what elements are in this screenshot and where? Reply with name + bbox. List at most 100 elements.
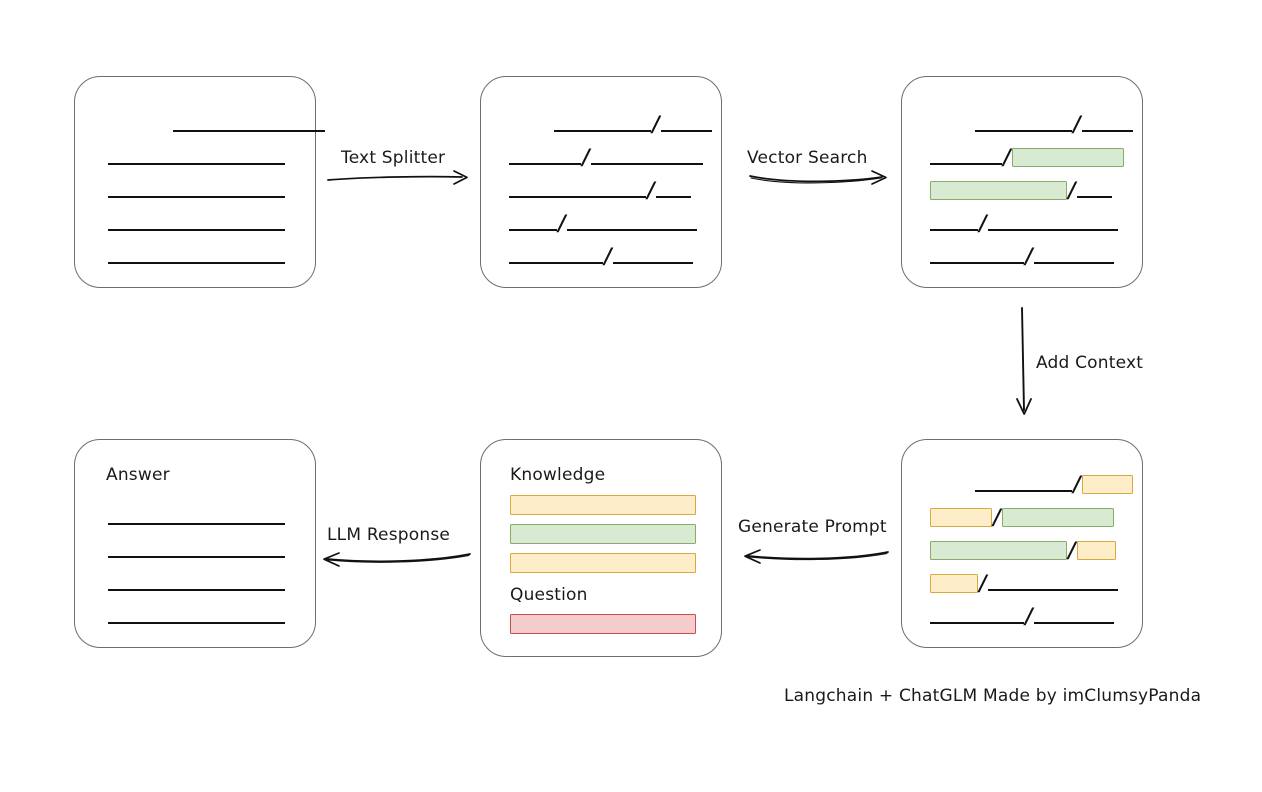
doc-row [108,572,285,594]
doc-row [108,212,285,234]
doc-row: / [930,539,1116,561]
green-highlight-chip [930,180,1067,200]
slash-separator: / [1025,602,1033,628]
llm-response-label: LLM Response [327,525,451,545]
text-underline [930,229,978,231]
text-underline [930,163,1002,165]
generate-prompt-arrow [744,549,889,564]
text-underline [975,490,1072,492]
text-splitter-arrow [327,170,468,185]
split-chunks-box: / / / / / [480,76,722,288]
add-context-label: Add Context [1036,353,1144,373]
llm-response-arrow [323,552,471,567]
text-underline [509,262,603,264]
doc-row: / [509,146,703,168]
doc-row: / [930,179,1112,201]
context-chunks-box: / / / / / [901,439,1143,648]
text-underline [660,130,712,132]
generate-prompt-label: Generate Prompt [738,517,887,537]
text-underline [1076,196,1112,198]
doc-row: / [930,212,1118,234]
yellow-prompt-bar [510,495,696,515]
doc-row: / [509,212,697,234]
doc-row [108,179,285,201]
yellow-prompt-bar [510,553,696,573]
slash-separator: / [652,110,660,136]
matched-chunks-box: / / / / / [901,76,1143,288]
doc-row: / [930,146,1124,168]
slash-separator: / [1073,110,1081,136]
green-highlight-chip [1001,507,1114,527]
doc-row: / [930,572,1118,594]
text-underline [108,163,285,165]
text-underline [566,229,697,231]
doc-row [108,245,285,267]
answer-box: Answer [74,439,316,648]
text-underline [1081,130,1133,132]
text-underline [1033,622,1114,624]
doc-row [108,113,325,135]
doc-row: / [930,245,1114,267]
text-underline [108,589,285,591]
text-underline [975,130,1072,132]
text-underline [987,589,1118,591]
text-underline [509,163,581,165]
green-prompt-bar [510,524,696,544]
slash-separator: / [979,209,987,235]
add-context-arrow [1016,307,1032,415]
doc-row: / [930,506,1114,528]
green-highlight-chip [1011,147,1124,167]
text-underline [108,229,285,231]
answer-title: Answer [106,465,170,485]
text-underline [1033,262,1114,264]
slash-separator: / [582,143,590,169]
text-underline [612,262,693,264]
doc-row: / [509,179,691,201]
green-highlight-chip [930,540,1067,560]
slash-separator: / [1073,470,1081,496]
doc-row: / [509,245,693,267]
text-underline [509,229,557,231]
slash-separator: / [993,503,1001,529]
slash-separator: / [647,176,655,202]
slash-separator: / [604,242,612,268]
slash-separator: / [558,209,566,235]
doc-row [108,146,285,168]
yellow-highlight-chip [930,507,992,527]
slash-separator: / [1025,242,1033,268]
text-underline [930,262,1024,264]
yellow-highlight-chip [1076,540,1116,560]
yellow-highlight-chip [1081,474,1133,494]
text-underline [173,130,325,132]
text-underline [108,196,285,198]
text-underline [108,262,285,264]
yellow-highlight-chip [930,573,978,593]
question-title: Question [510,585,588,605]
text-underline [108,523,285,525]
doc-row: / [930,113,1133,135]
slash-separator: / [979,569,987,595]
slash-separator: / [1003,143,1011,169]
text-underline [930,622,1024,624]
text-underline [554,130,651,132]
source-document-box [74,76,325,288]
text-underline [655,196,691,198]
doc-row [108,506,285,528]
doc-row [108,539,285,561]
slash-separator: / [1068,536,1076,562]
vector-search-arrow [749,170,887,185]
text-underline [509,196,646,198]
text-underline [987,229,1118,231]
doc-row: / [509,113,712,135]
slash-separator: / [1068,176,1076,202]
red-prompt-bar [510,614,696,634]
text-underline [108,556,285,558]
doc-row: / [930,473,1133,495]
footer-credit: Langchain + ChatGLM Made by imClumsyPand… [784,686,1202,706]
vector-search-label: Vector Search [747,148,868,168]
prompt-box: Knowledge Question [480,439,722,657]
text-underline [108,622,285,624]
doc-row [108,605,285,627]
knowledge-title: Knowledge [510,465,606,485]
